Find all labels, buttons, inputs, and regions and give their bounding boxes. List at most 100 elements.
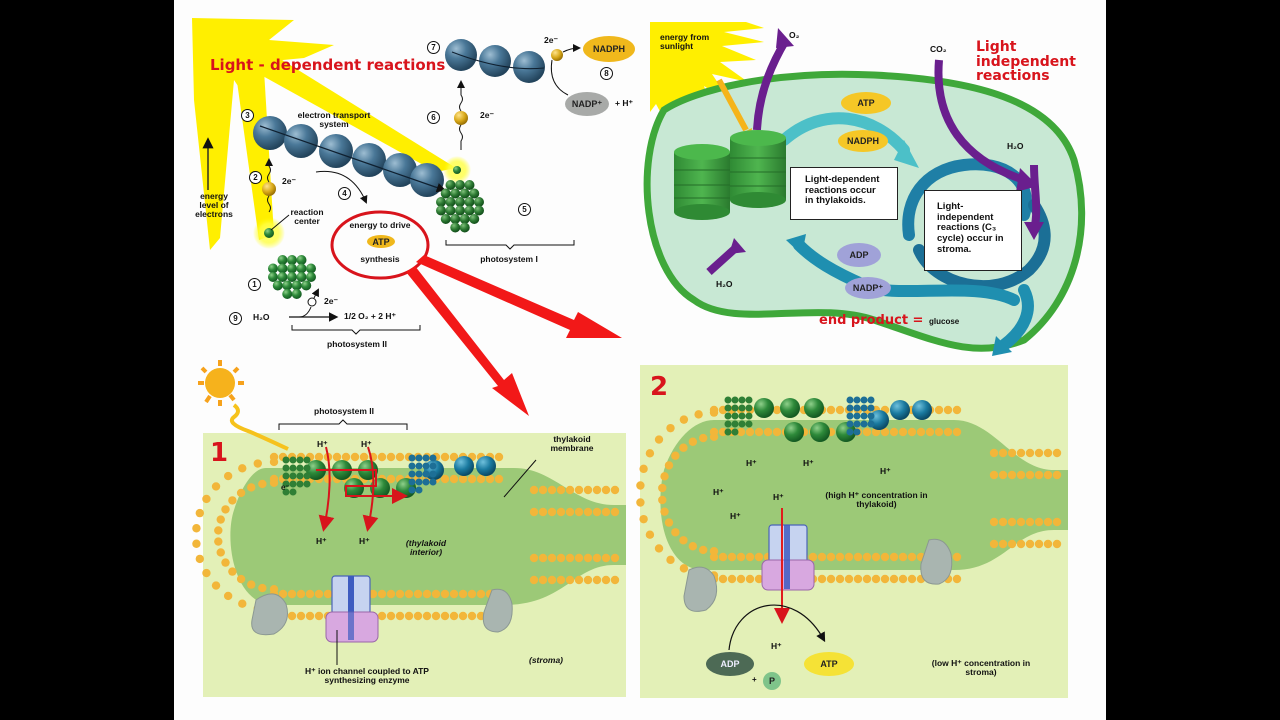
pigment-molecule [459,222,470,233]
step-4-marker: 4 [338,187,351,200]
pigment-molecule [287,263,297,274]
diagram-canvas: Light - dependent reactions energy level… [174,0,1106,720]
photosystem-ii-label: photosystem II [314,406,374,416]
nadp-badge: NADP⁺ [565,92,609,116]
products-label: 1/2 O₂ + 2 H⁺ [344,311,396,321]
pigment-molecule [277,255,288,265]
plus-sign: + [752,675,757,684]
ferredoxin-chain [445,39,545,83]
atp-line2: synthesis [360,254,400,264]
end-product-label: end product = [819,313,924,328]
pigment-molecule [464,180,475,190]
step-9-marker: 9 [229,312,242,325]
electron-label: 2e⁻ [544,35,558,45]
pigment-molecule [287,272,297,282]
pigment-molecule [445,180,456,190]
h2o-left-label: H₂O [716,279,733,289]
pigment-molecule [440,214,451,224]
h-ion-label: H⁺ [316,536,327,546]
electron-label: e⁻ [281,483,290,492]
pigment-molecule [459,188,470,199]
channel-label: H⁺ ion channel coupled to ATP synthesizi… [305,666,429,685]
pigment-molecule [436,197,446,207]
pigment-molecule [450,188,461,199]
pigment-molecule [291,289,302,299]
pigment-molecule [464,205,475,216]
pigment-molecule [436,205,446,216]
thylakoid-stack [674,130,786,220]
pigment-molecule [445,197,456,207]
h-ion-label: H⁺ [730,511,741,521]
low-concentration-label: (low H⁺ concentration in stroma) [931,658,1031,677]
h-ion-label: H⁺ [361,439,372,449]
pigment-molecule [296,263,307,274]
sunlight-rays [192,18,456,250]
pigment-molecule [459,214,470,224]
pigment-molecule [469,188,480,199]
atp-badge: ATP [841,92,891,114]
step-5-marker: 5 [518,203,531,216]
thylakoid-membrane-label: thylakoid membrane [550,434,594,453]
hplus-label: + H⁺ [615,98,633,108]
sunlight-label: energy from sunlight [660,32,710,51]
pigment-molecule [282,280,293,291]
light-dependent-title: Light - dependent reactions [210,56,446,74]
step-6-marker: 6 [427,111,440,124]
pigment-molecule [469,214,480,224]
photosystem-ii-cluster [268,255,316,299]
red-arrow-to-panel-2 [416,255,622,338]
electron-icon [454,111,468,125]
electron-label: 2e⁻ [324,296,338,306]
co2-label: CO₂ [930,44,947,54]
pigment-molecule [445,205,456,216]
electron-icon [262,182,276,196]
h-ion-out-label: H⁺ [771,641,782,651]
photosystem-i-label: photosystem I [480,254,538,264]
end-product-value: glucose [929,317,960,326]
panel-2-background [640,365,1068,698]
h-ion-label: H⁺ [803,458,814,468]
electron-label: 2e⁻ [480,110,494,120]
light-independent-box: Light-independent reactions (C₃ cycle) o… [924,190,1022,271]
electron-label: 2e⁻ [282,176,296,186]
pigment-molecule [287,255,297,265]
h-ion-label: H⁺ [359,536,370,546]
atp-line1: energy to drive [349,220,411,230]
pigment-molecule [474,205,484,216]
h-ion-label: H⁺ [746,458,757,468]
photosystem-i-brace [445,240,575,250]
step-1-marker: 1 [248,278,261,291]
reaction-center-icon [264,228,274,238]
stroma-label: (stroma) [529,655,564,665]
light-independent-title: Light independent reactions [976,39,1076,85]
nadp-badge: NADP⁺ [845,277,891,299]
psi-reaction-center-icon [453,166,461,174]
pigment-molecule [282,289,293,299]
pigment-molecule [291,280,302,291]
pigment-molecule [455,205,465,216]
thylakoid-interior-label: (thylakoid interior) [405,538,447,557]
o2-label: O₂ [789,30,800,40]
pigment-molecule [450,214,461,224]
etc-label: electron transport system [297,110,371,129]
h2o-right-label: H₂O [1007,141,1024,151]
panel-2-number: 2 [650,372,669,402]
electron-icon [551,49,563,61]
pigment-molecule [268,272,278,282]
pigment-molecule [455,197,465,207]
photosystem-ii-brace [291,325,421,335]
phosphate-badge: P [763,672,781,690]
pigment-molecule [474,197,484,207]
h-ion-label: H⁺ [880,466,891,476]
pigment-molecule [272,280,283,291]
pigment-molecule [277,263,288,274]
water-label: H₂O [253,312,270,322]
high-concentration-label: (high H⁺ concentration in thylakoid) [825,490,928,509]
step-3-marker: 3 [241,109,254,122]
atp-synthesis-circle [330,210,430,280]
pigment-molecule [296,255,307,265]
reaction-center-label: reaction center [290,207,324,226]
energy-axis-label: energy level of electrons [195,191,233,219]
pigment-molecule [450,222,461,233]
step-8-marker: 8 [600,67,613,80]
